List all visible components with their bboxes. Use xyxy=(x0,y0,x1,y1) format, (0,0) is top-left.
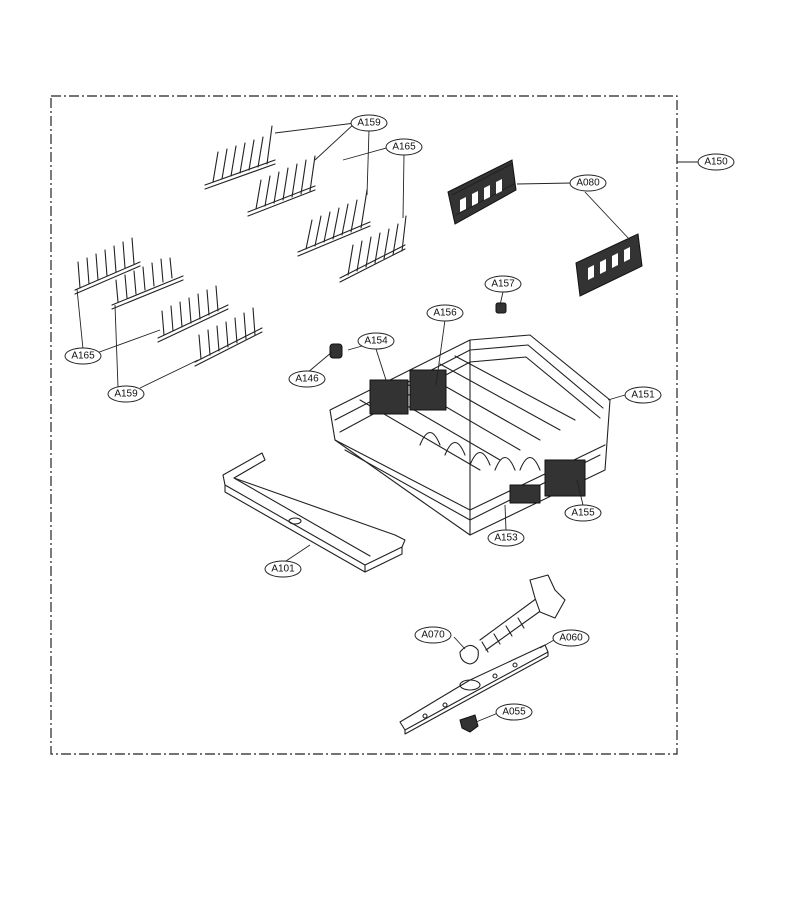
callout-a080-text: A080 xyxy=(576,178,600,189)
callout-a157-text: A157 xyxy=(491,279,515,290)
callout-a165-top-text: A165 xyxy=(392,142,416,153)
spray-arm-a060 xyxy=(399,644,549,735)
nut-a055 xyxy=(459,714,479,733)
callout-a101-text: A101 xyxy=(271,564,295,575)
callout-a070: A070 xyxy=(414,626,452,644)
tine-row-top-4 xyxy=(339,215,407,283)
callout-a055: A055 xyxy=(495,703,533,721)
rack-basket xyxy=(329,334,611,536)
callout-a165-left: A165 xyxy=(64,347,102,365)
callout-a159-left-text: A159 xyxy=(114,389,138,400)
callout-a146-text: A146 xyxy=(295,374,319,385)
assembly-boundary xyxy=(50,95,678,755)
callout-a151: A151 xyxy=(624,386,662,404)
tine-row-top-1 xyxy=(204,125,276,190)
callout-a146: A146 xyxy=(288,370,326,388)
callout-a156-text: A156 xyxy=(433,308,457,319)
tine-row-left-3 xyxy=(157,285,229,343)
leader-lines xyxy=(76,122,700,723)
callout-a157: A157 xyxy=(484,275,522,293)
tine-row-left-2 xyxy=(111,257,184,310)
tine-row-left-4 xyxy=(194,307,263,367)
front-handle xyxy=(222,452,406,573)
callout-a165-top: A165 xyxy=(385,138,423,156)
clip-a146 xyxy=(329,343,343,359)
callout-a159-top-text: A159 xyxy=(357,118,381,129)
callout-a060: A060 xyxy=(552,629,590,647)
tine-row-left-1 xyxy=(74,237,141,295)
callout-a159-left: A159 xyxy=(107,385,145,403)
spray-tube-a070 xyxy=(459,574,566,665)
callout-a155: A155 xyxy=(564,504,602,522)
callout-a070-text: A070 xyxy=(421,630,445,641)
callout-a153: A153 xyxy=(487,529,525,547)
callout-a156: A156 xyxy=(426,304,464,322)
holder-a080-1 xyxy=(447,159,517,225)
callout-a101: A101 xyxy=(264,560,302,578)
callout-a155-text: A155 xyxy=(571,508,595,519)
callout-a165-left-text: A165 xyxy=(71,351,95,362)
callout-a150: A150 xyxy=(697,153,735,171)
callout-a159-top: A159 xyxy=(350,114,388,132)
tine-row-top-3 xyxy=(297,189,371,257)
tine-row-top-2 xyxy=(247,155,316,217)
callout-a153-text: A153 xyxy=(494,533,518,544)
callout-a150-text: A150 xyxy=(704,157,728,168)
callout-a151-text: A151 xyxy=(631,390,655,401)
callout-a154: A154 xyxy=(357,332,395,350)
callout-a060-text: A060 xyxy=(559,633,583,644)
callout-a154-text: A154 xyxy=(364,336,388,347)
callout-a080: A080 xyxy=(569,174,607,192)
clip-a157 xyxy=(495,302,507,314)
holder-a080-2 xyxy=(575,233,643,297)
callout-a055-text: A055 xyxy=(502,707,526,718)
